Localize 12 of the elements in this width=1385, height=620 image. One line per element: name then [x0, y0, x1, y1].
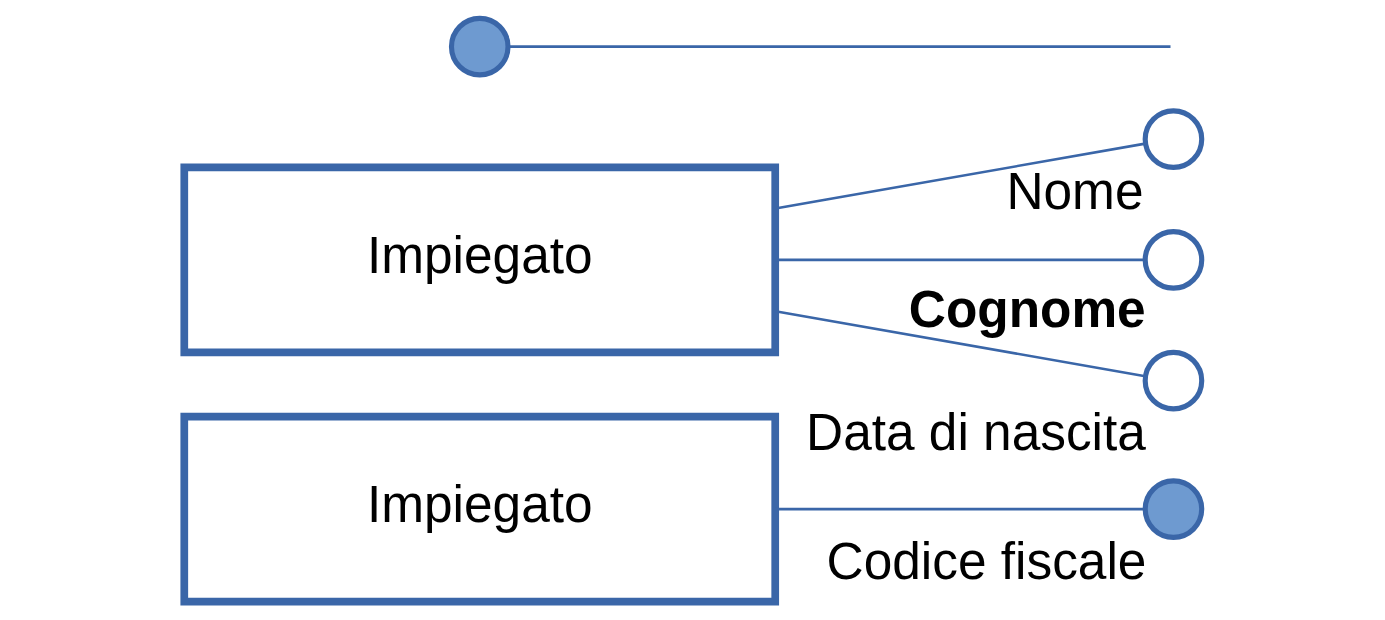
connector — [507, 45, 1170, 48]
node-box: Impiegato — [179, 412, 779, 606]
node-label: Cognome — [908, 279, 1146, 338]
node-circle — [1142, 108, 1204, 170]
node-circle — [448, 15, 511, 78]
node-label: Data di nascita — [805, 403, 1146, 462]
node-circle — [1142, 229, 1204, 291]
node-circle — [1142, 349, 1204, 412]
node-label: Codice fiscale — [826, 531, 1146, 590]
node-label: Nome — [1005, 161, 1143, 220]
node-box: Impiegato — [179, 163, 779, 357]
node-circle — [1142, 478, 1204, 540]
